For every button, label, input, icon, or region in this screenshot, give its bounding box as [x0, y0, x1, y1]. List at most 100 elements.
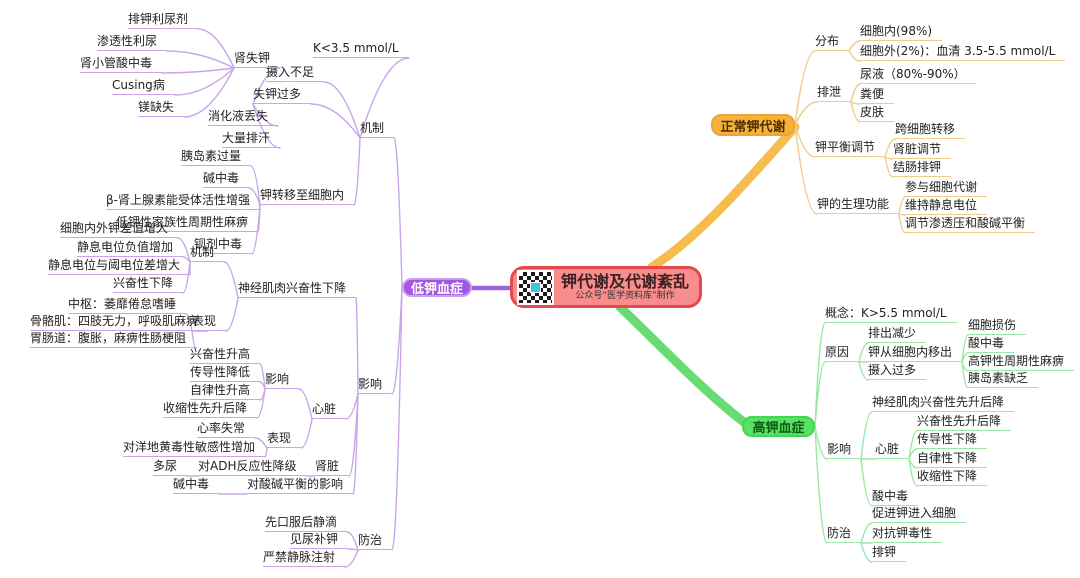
- topic-promote-k-into-cells[interactable]: 促进钾进入细胞: [872, 506, 967, 523]
- topic-skin[interactable]: 皮肤: [860, 105, 895, 122]
- topic-no-iv-push[interactable]: 严禁静脉注射: [263, 550, 346, 567]
- connector-line: [908, 458, 918, 487]
- topic-excitability-up[interactable]: 兴奋性升高: [190, 347, 261, 364]
- topic-maintain-resting-potential[interactable]: 维持静息电位: [905, 198, 988, 215]
- topic-cns-signs[interactable]: 中枢：萎靡倦怠嗜睡: [68, 297, 187, 314]
- connector-line: [391, 286, 403, 551]
- topic-contractility-up-then-down[interactable]: 收缩性先升后降: [163, 401, 258, 418]
- connector-line: [197, 28, 235, 69]
- topic-neuromuscular-excitability-decrease[interactable]: 神经肌肉兴奋性下降: [238, 281, 357, 298]
- topic-hyper-concept[interactable]: 概念：K>5.5 mmol/L: [825, 306, 957, 323]
- topic-digitalis-sensitivity[interactable]: 对洋地黄毒性敏感性增加: [123, 440, 266, 457]
- connector-line: [860, 542, 873, 563]
- qr-code-icon: [517, 269, 554, 305]
- topic-hyperkalemic-periodic-paralysis[interactable]: 高钾性周期性麻痹: [968, 354, 1075, 371]
- topic-osmotic-acid-base-regulation[interactable]: 调节渗透压和酸碱平衡: [905, 216, 1036, 233]
- topic-cell-damage[interactable]: 细胞损伤: [968, 318, 1027, 335]
- node-center-topic[interactable]: 钾代谢及代谢紊乱 公众号“医学资料库”制作: [510, 266, 702, 308]
- topic-hyper-causes[interactable]: 原因: [825, 345, 860, 362]
- topic-insulin-deficiency[interactable]: 胰岛素缺乏: [968, 371, 1039, 388]
- topic-alkalosis-result[interactable]: 碱中毒: [173, 477, 220, 494]
- topic-heart-influence[interactable]: 影响: [265, 372, 300, 389]
- topic-supplement-k-after-urination[interactable]: 见尿补钾: [290, 532, 349, 549]
- topic-intra-extracellular-k-gradient[interactable]: 细胞内外钾差值增大: [60, 221, 179, 238]
- topic-contractility-decrease[interactable]: 收缩性下降: [917, 469, 988, 486]
- topic-oral-then-iv-drip[interactable]: 先口服后静滴: [265, 515, 348, 532]
- topic-excitability-up-then-down[interactable]: 兴奋性先升后降: [917, 414, 1012, 431]
- topic-k-balance-regulation[interactable]: 钾平衡调节: [815, 140, 886, 157]
- topic-conductivity-decrease[interactable]: 传导性下降: [917, 432, 988, 449]
- topic-hypo-criterion[interactable]: K<3.5 mmol/L: [313, 41, 409, 58]
- topic-colon-k-excretion[interactable]: 结肠排钾: [893, 160, 952, 177]
- topic-resting-threshold-gap[interactable]: 静息电位与阈电位差增大: [48, 258, 191, 275]
- topic-excess-k-loss[interactable]: 失钾过多: [253, 87, 312, 104]
- topic-excretion[interactable]: 排泄: [817, 85, 852, 102]
- topic-hypo-mechanism[interactable]: 机制: [360, 121, 395, 138]
- topic-hyper-effects[interactable]: 影响: [827, 442, 862, 459]
- topic-resting-potential-increase[interactable]: 静息电位负值增加: [77, 240, 184, 257]
- topic-renal-k-loss[interactable]: 肾失钾: [234, 51, 281, 68]
- topic-extracellular-serum[interactable]: 细胞外(2%)：血清 3.5-5.5 mmol/L: [860, 44, 1066, 61]
- node-hyperkalemia[interactable]: 高钾血症: [742, 416, 815, 437]
- topic-acidosis-result[interactable]: 酸中毒: [872, 489, 919, 506]
- connector-line: [860, 522, 873, 544]
- topic-arrhythmia[interactable]: 心率失常: [197, 421, 256, 438]
- topic-cushing-disease[interactable]: Cusing病: [112, 78, 175, 95]
- topic-k-shift-out-of-cells[interactable]: 钾从细胞内移出: [868, 345, 963, 362]
- topic-automaticity-decrease[interactable]: 自律性下降: [917, 451, 988, 468]
- topic-k-physiological-function[interactable]: 钾的生理功能: [817, 197, 900, 214]
- topic-intracellular-98[interactable]: 细胞内(98%): [860, 24, 943, 41]
- topic-renal-regulation[interactable]: 肾脏调节: [893, 142, 952, 159]
- topic-neuromuscular-signs[interactable]: 表现: [192, 314, 227, 331]
- topic-neuromuscular-up-then-down[interactable]: 神经肌肉兴奋性先升后降: [872, 395, 1015, 412]
- topic-k-wasting-diuretics[interactable]: 排钾利尿剂: [128, 12, 199, 29]
- topic-digestive-fluid-loss[interactable]: 消化液丢失: [208, 109, 279, 126]
- topic-hypokalemic-periodic-paralysis[interactable]: 低钾性家族性周期性麻痹: [116, 215, 259, 232]
- topic-hypo-heart[interactable]: 心脏: [312, 402, 347, 419]
- topic-excrete-k[interactable]: 排钾: [872, 545, 907, 562]
- topic-alkalosis-cause[interactable]: 碱中毒: [203, 171, 250, 188]
- topic-heart-signs[interactable]: 表现: [267, 431, 302, 448]
- topic-neuromuscular-mechanism[interactable]: 机制: [190, 245, 225, 262]
- connector-line: [264, 447, 268, 458]
- topic-insulin-excess[interactable]: 胰岛素过量: [181, 149, 252, 166]
- topic-beta-adrenergic-activity[interactable]: β-肾上腺素能受体活性增强: [106, 193, 260, 210]
- topic-antagonize-k-toxicity[interactable]: 对抗钾毒性: [872, 526, 943, 543]
- topic-excess-intake[interactable]: 摄入过多: [868, 363, 927, 380]
- connector-line: [391, 286, 403, 395]
- topic-acid-base-effect[interactable]: 对酸碱平衡的影响: [247, 477, 354, 494]
- connector-line: [352, 393, 359, 495]
- branch-curve-hyperkalemia: [615, 302, 750, 428]
- topic-transcellular-shift[interactable]: 跨细胞转移: [895, 122, 966, 139]
- topic-hypo-treatment[interactable]: 防治: [358, 533, 393, 550]
- topic-feces[interactable]: 粪便: [860, 87, 895, 104]
- topic-skeletal-muscle-signs[interactable]: 骨骼肌：四肢无力，呼吸肌麻痹: [30, 314, 209, 331]
- topic-gi-signs[interactable]: 胃肠道：腹胀，麻痹性肠梗阻: [30, 331, 197, 348]
- topic-hypo-kidney[interactable]: 肾脏: [315, 459, 350, 476]
- topic-profuse-sweating[interactable]: 大量排汗: [222, 131, 281, 148]
- topic-cell-metabolism[interactable]: 参与细胞代谢: [905, 180, 988, 197]
- topic-renal-tubular-acidosis[interactable]: 肾小管酸中毒: [80, 56, 163, 73]
- topic-excitability-decrease[interactable]: 兴奋性下降: [113, 276, 184, 293]
- connector-line: [310, 103, 361, 139]
- topic-barium-poisoning[interactable]: 钡剂中毒: [194, 237, 253, 254]
- topic-hyper-heart[interactable]: 心脏: [875, 442, 910, 459]
- topic-hyper-treatment[interactable]: 防治: [827, 526, 862, 543]
- connector-line: [345, 393, 359, 420]
- node-hypokalemia[interactable]: 低钾血症: [402, 278, 472, 297]
- topic-k-shift-into-cells[interactable]: 钾转移至细胞内: [260, 188, 355, 205]
- node-normal-k-metabolism[interactable]: 正常钾代谢: [711, 114, 795, 136]
- topic-magnesium-deficiency[interactable]: 镁缺失: [138, 100, 185, 117]
- connector-line: [848, 50, 861, 62]
- connector-line: [298, 388, 313, 420]
- topic-distribution[interactable]: 分布: [815, 34, 850, 51]
- topic-automaticity-up[interactable]: 自律性升高: [190, 383, 261, 400]
- topic-polyuria[interactable]: 多尿: [153, 459, 188, 476]
- topic-osmotic-diuresis[interactable]: 渗透性利尿: [97, 34, 168, 51]
- topic-urine[interactable]: 尿液（80%-90%）: [860, 67, 976, 84]
- topic-acidosis-cause[interactable]: 酸中毒: [968, 336, 1015, 353]
- topic-adh-response-decrease[interactable]: 对ADH反应性降级: [198, 459, 307, 476]
- topic-reduced-excretion[interactable]: 排出减少: [868, 326, 927, 343]
- topic-conductivity-down[interactable]: 传导性降低: [190, 365, 261, 382]
- topic-hypo-effects[interactable]: 影响: [358, 377, 393, 394]
